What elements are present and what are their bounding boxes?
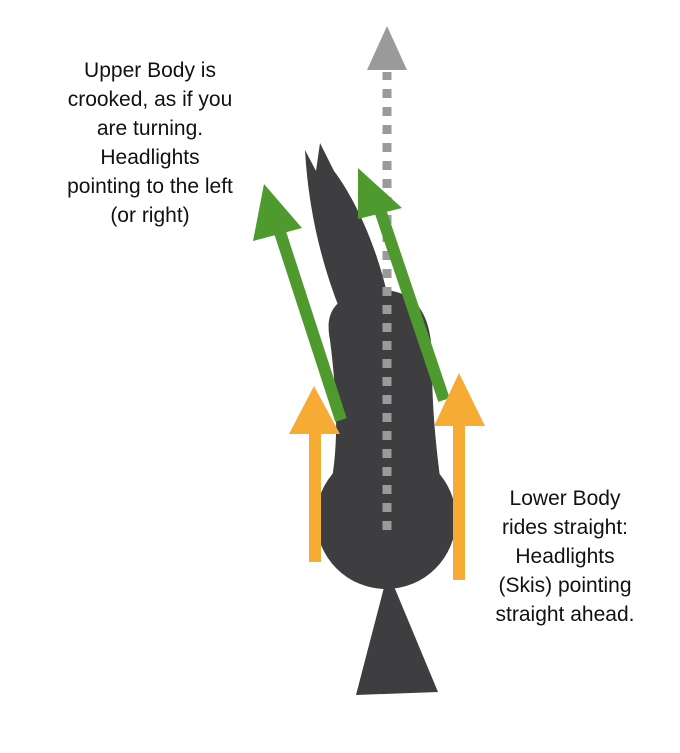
lower-body-arrows [289,373,485,580]
upper-arrow-right-head [358,168,402,219]
upper-arrow-left-head [253,184,302,241]
lower-caption-line: (Skis) pointing [498,574,632,597]
centerline-arrowhead [367,26,407,70]
upper-caption-line: are turning. [96,117,204,140]
upper-caption-line: (or right) [110,204,190,227]
centerline-arrow [367,26,407,530]
ski-tail [356,572,438,695]
lower-arrow-right-shaft [453,418,465,580]
lower-body-caption: Lower Body rides straight: Headlights (S… [470,484,660,629]
lower-caption-line: rides straight: [501,516,629,539]
head-upper-body [305,143,388,310]
lower-arrow-left-shaft [309,426,321,562]
upper-body-arrows [253,168,450,422]
lower-caption-line: Lower Body [509,487,621,510]
lower-arrow-right-head [434,373,485,426]
torso [322,290,446,520]
upper-caption-line: Upper Body is [84,59,216,82]
upper-caption-line: Headlights [100,146,200,169]
upper-body-caption: Upper Body is crooked, as if you are tur… [40,56,260,230]
upper-caption-line: crooked, as if you [67,88,233,111]
upper-arrow-left-shaft [270,218,347,422]
lower-arrow-left-head [289,386,340,434]
lower-caption-line: straight ahead. [495,603,635,626]
upper-arrow-right-shaft [373,205,450,402]
lower-caption-line: Headlights [515,545,615,568]
skier-silhouette [305,143,456,695]
upper-caption-line: pointing to the left [67,175,233,198]
